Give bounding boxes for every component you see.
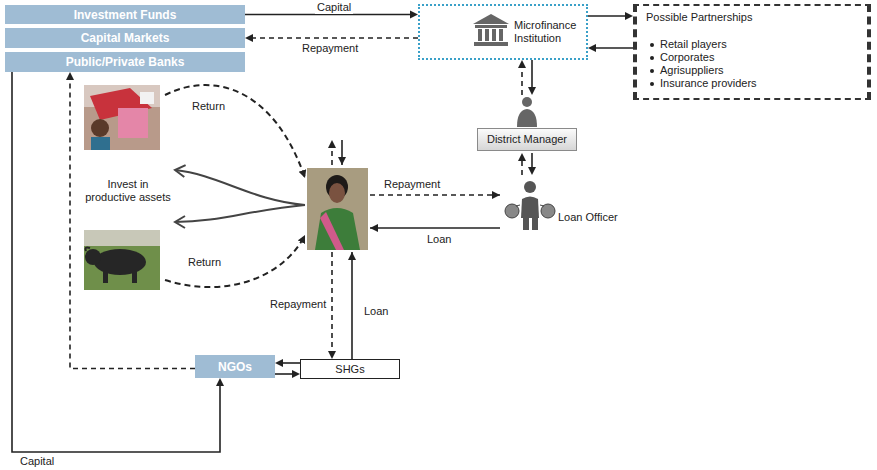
partnerships-heading: Possible Partnerships (646, 11, 858, 24)
arrow-head (292, 370, 300, 378)
node-label: SHGs (335, 363, 364, 376)
source-band: Public/Private Banks (5, 52, 245, 72)
flow-label: Repayment (382, 178, 442, 191)
connector-line (282, 362, 300, 364)
arrow-head (66, 72, 74, 80)
connector-line (70, 79, 195, 369)
partner-item: Insurance providers (650, 77, 858, 90)
node-label: Loan Officer (558, 211, 640, 224)
arrow-head (275, 359, 283, 367)
arrow-head (245, 34, 253, 42)
node-label: NGOs (218, 360, 252, 374)
partner-list: Retail playersCorporatesAgrisuppliersIns… (646, 38, 858, 90)
woman-arrows (165, 85, 500, 359)
edge-label: Capital (315, 1, 353, 14)
connector (588, 44, 633, 52)
connector-line (595, 47, 633, 49)
connector (12, 72, 224, 452)
flow-label: Invest in productive assets (80, 178, 176, 204)
officer-icon (505, 181, 555, 230)
node-label: Investment Funds (74, 8, 177, 22)
market-photo (84, 85, 160, 150)
flow-label: Return (190, 100, 227, 113)
node-label: Public/Private Banks (66, 55, 185, 69)
connector (528, 60, 536, 95)
connector-line (531, 60, 533, 88)
partner-name: Retail players (660, 38, 727, 51)
arrow-head (216, 378, 224, 386)
edge-label: Capital (18, 455, 56, 468)
partner-name: Corporates (660, 51, 714, 64)
partner-name: Agrisuppliers (660, 64, 724, 77)
manager-icon (517, 97, 537, 127)
source-band: Capital Markets (5, 28, 245, 48)
ngo-box: NGOs (195, 355, 275, 378)
arrow-head (528, 167, 536, 175)
manager-desk: District Manager (477, 128, 577, 151)
connector (275, 370, 300, 378)
connector-line (521, 67, 523, 95)
arrow-head (410, 11, 418, 19)
partner-item: Corporates (650, 51, 858, 64)
connector (528, 153, 536, 175)
connector (66, 72, 195, 369)
institution-box: Microfinance Institution (418, 4, 588, 60)
arrow-head (518, 60, 526, 68)
bullet-dot (650, 82, 654, 86)
connector-line (521, 160, 523, 175)
connector-line (531, 153, 533, 168)
invest-arrows (175, 170, 305, 222)
connector (518, 60, 526, 95)
flow-label: Loan (362, 305, 390, 318)
flow-label: Return (186, 256, 223, 269)
connector-line (588, 15, 626, 17)
arrow-head (625, 12, 633, 20)
partner-name: Insurance providers (660, 77, 757, 90)
bullet-dot (650, 43, 654, 47)
connector (588, 12, 633, 20)
arrow-head (588, 44, 596, 52)
shg-box: SHGs (300, 359, 400, 379)
woman-photo (307, 168, 368, 250)
edge-label: Repayment (300, 42, 360, 55)
partnership-box: Possible PartnershipsRetail playersCorpo… (633, 4, 871, 100)
connector-line (252, 37, 418, 39)
bank-icon (473, 14, 509, 46)
source-band: Investment Funds (5, 5, 245, 24)
flow-label: Repayment (268, 298, 328, 311)
node-label: Capital Markets (81, 31, 170, 45)
flow-label: Loan (425, 233, 453, 246)
connector-line (275, 373, 293, 375)
arrow-head (518, 153, 526, 161)
officer-box: Loan Officer (500, 175, 640, 235)
bullet-dot (650, 69, 654, 73)
arrow-head (528, 87, 536, 95)
partner-item: Agrisuppliers (650, 64, 858, 77)
connector (518, 153, 526, 175)
role-name: District Manager (480, 133, 574, 146)
buffalo-photo (84, 230, 160, 290)
partner-item: Retail players (650, 38, 858, 51)
connector (245, 34, 418, 42)
manager-box: District Manager (477, 95, 577, 153)
node-label: Microfinance Institution (514, 19, 586, 45)
bullet-dot (650, 56, 654, 60)
connector (275, 359, 300, 367)
